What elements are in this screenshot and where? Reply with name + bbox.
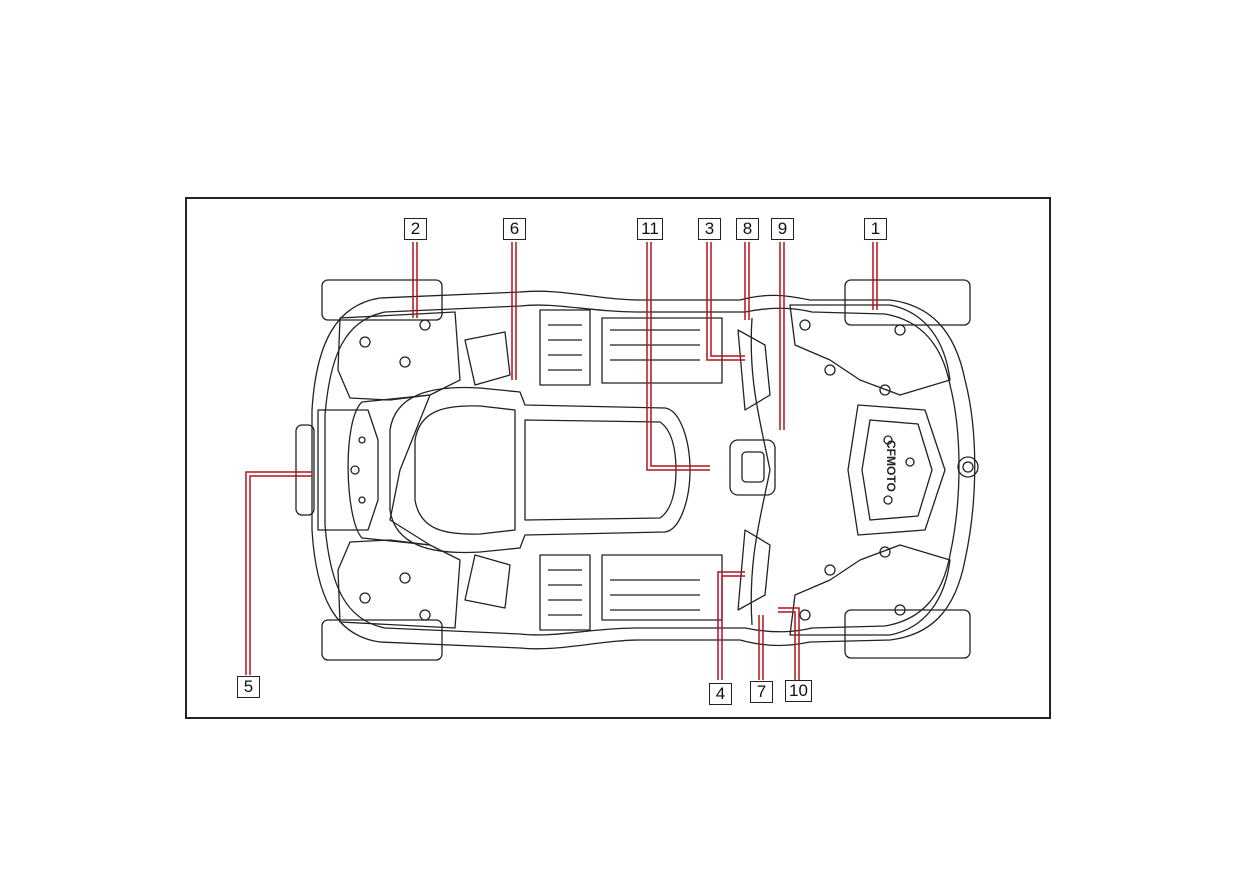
- callout-6: 6: [503, 218, 526, 240]
- footwell-left-top: [539, 309, 591, 386]
- rear-wheel-outline-bottom: [321, 619, 443, 661]
- callout-4: 4: [709, 683, 732, 705]
- leader-9: [779, 242, 785, 430]
- leader-5: [245, 471, 312, 675]
- handlebar: [750, 317, 771, 626]
- tow-hitch: [295, 424, 315, 516]
- leader-2: [412, 242, 418, 318]
- callout-5: 5: [237, 676, 260, 698]
- front-wheel-outline-top: [844, 279, 971, 326]
- front-bumper-boss: [957, 456, 979, 478]
- callout-3: 3: [698, 218, 721, 240]
- body-outline: [311, 290, 976, 650]
- diagram-frame: [185, 197, 1051, 719]
- footwell-left-bottom: [539, 554, 591, 631]
- leader-10: [778, 607, 800, 680]
- leader-3: [706, 242, 745, 361]
- callout-11: 11: [637, 218, 663, 240]
- callout-7: 7: [750, 681, 773, 703]
- front-rack: [789, 304, 951, 396]
- hood: [847, 404, 946, 536]
- leader-11: [646, 242, 710, 471]
- callout-9: 9: [771, 218, 794, 240]
- callout-1: 1: [864, 218, 887, 240]
- leader-7: [758, 615, 764, 680]
- hood-logo: CFMOTO: [884, 440, 898, 492]
- front-wheel-outline-bottom: [844, 609, 971, 659]
- leader-6: [511, 242, 517, 380]
- leader-8: [744, 242, 750, 320]
- leader-4: [717, 571, 745, 680]
- leader-1: [872, 242, 878, 310]
- callout-8: 8: [736, 218, 759, 240]
- callout-10: 10: [785, 680, 812, 702]
- callout-2: 2: [404, 218, 427, 240]
- rear-wheel-outline-top: [321, 279, 443, 321]
